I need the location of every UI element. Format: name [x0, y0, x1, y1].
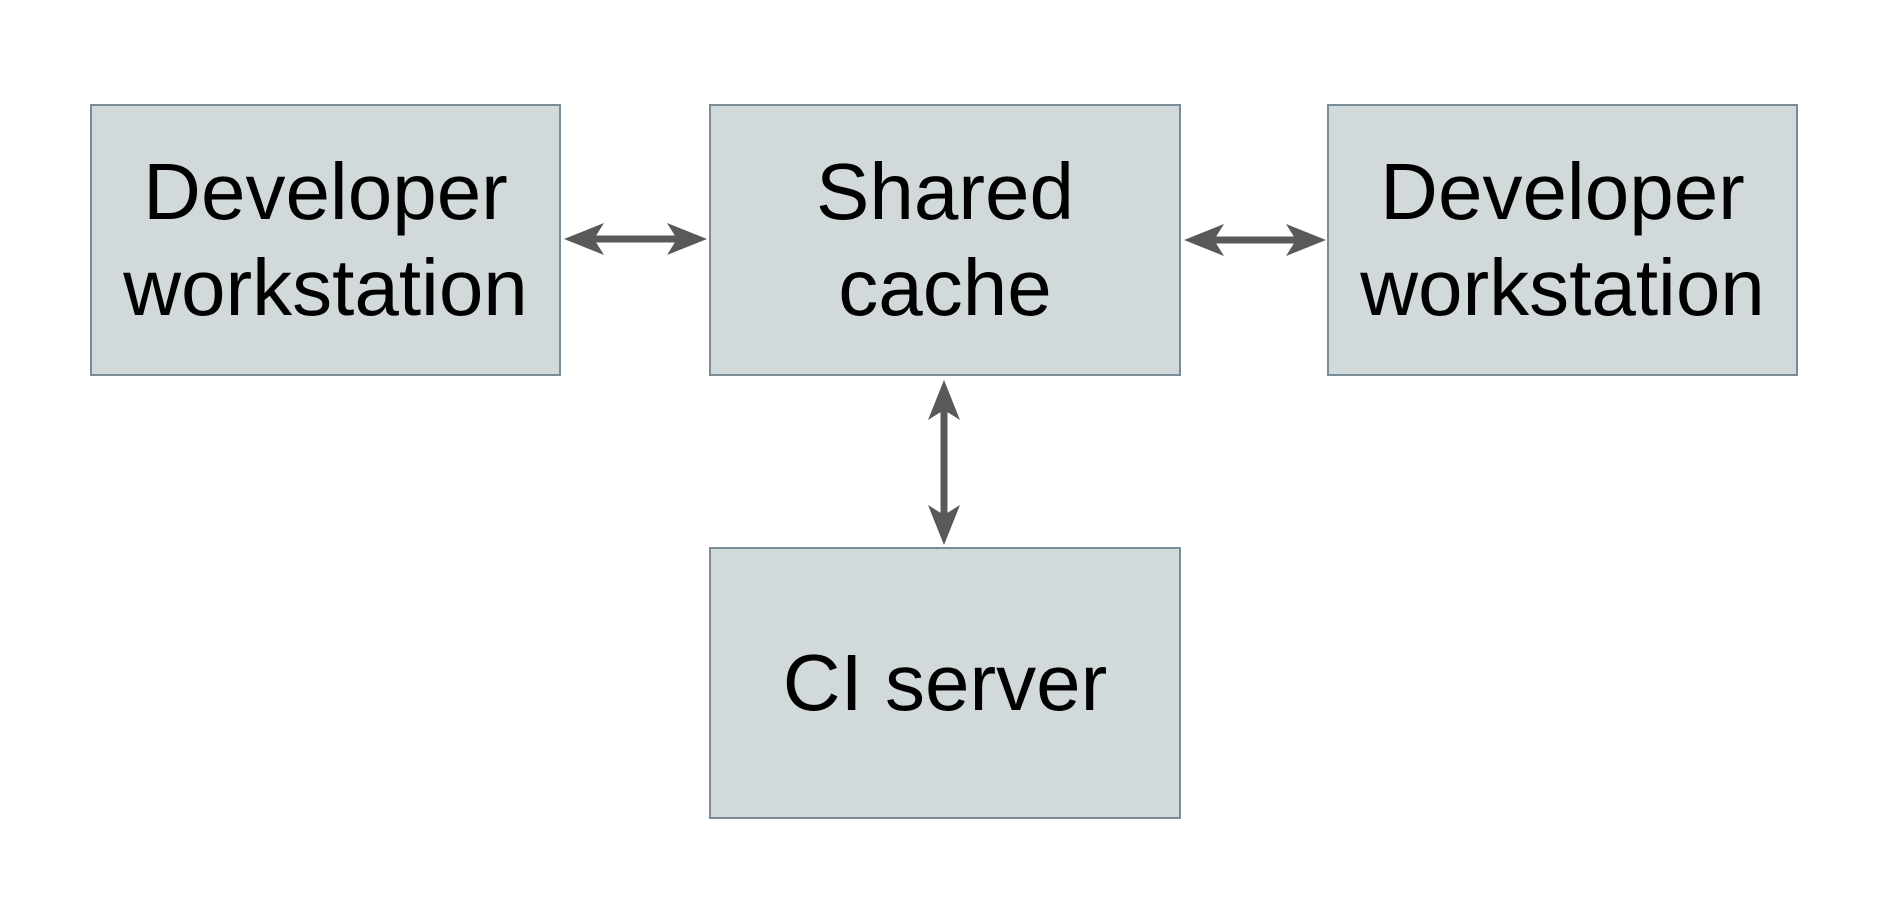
- node-label-line: CI server: [782, 638, 1108, 727]
- node-developer-workstation-left: Developer workstation: [90, 104, 561, 376]
- node-label-line: workstation: [123, 243, 528, 332]
- node-developer-workstation-right: Developer workstation: [1327, 104, 1798, 376]
- node-ci-server: CI server: [709, 547, 1181, 819]
- arrowhead-down-icon: [928, 505, 960, 545]
- arrowhead-up-icon: [928, 380, 960, 420]
- node-label-line: Developer: [143, 147, 508, 236]
- arrowhead-left-icon: [564, 223, 604, 255]
- node-label-line: Developer: [1380, 147, 1745, 236]
- node-label-line: cache: [838, 243, 1052, 332]
- edge-sharedcache-devright-bidirectional-arrow: [1184, 224, 1326, 256]
- edge-devleft-sharedcache-bidirectional-arrow: [564, 223, 707, 255]
- node-label-line: Shared: [816, 147, 1074, 236]
- arrowhead-right-icon: [1286, 224, 1326, 256]
- node-label-line: workstation: [1360, 243, 1765, 332]
- node-shared-cache: Shared cache: [709, 104, 1181, 376]
- edge-sharedcache-ciserver-bidirectional-arrow: [928, 380, 960, 545]
- arrowhead-right-icon: [667, 223, 707, 255]
- arrowhead-left-icon: [1184, 224, 1224, 256]
